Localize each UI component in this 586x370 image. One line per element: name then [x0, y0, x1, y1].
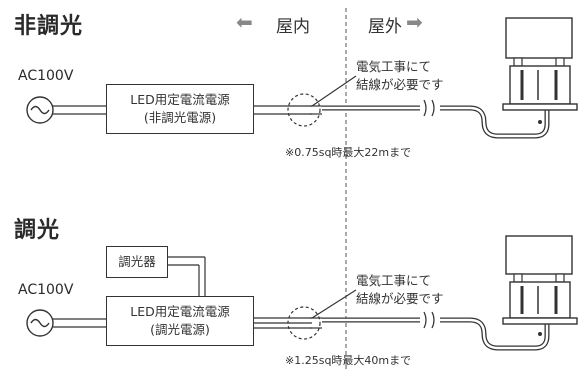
- cable-spec-bottom: ※1.25sq時最大40mまで: [285, 354, 412, 367]
- power-supply-box-top: LED用定電流電源 (非調光電源): [106, 84, 254, 134]
- light-fixture-bottom: [502, 235, 578, 336]
- connection-point-top: [287, 93, 321, 127]
- ac-label-top: AC100V: [18, 68, 74, 84]
- note-line-2: 結線が必要です: [356, 77, 444, 92]
- note-line-1: 電気工事にて: [356, 59, 432, 74]
- cable-spec-top: ※0.75sq時最大22mまで: [285, 146, 412, 159]
- right-arrow-icon: ➡: [406, 10, 423, 34]
- power-supply-type: (非調光電源): [143, 110, 217, 125]
- bottom-circuit: [26, 235, 578, 351]
- wiring-note-bottom: 電気工事にて 結線が必要です: [356, 272, 444, 308]
- power-supply-type: (調光電源): [150, 322, 210, 337]
- note-line-1: 電気工事にて: [356, 273, 432, 288]
- top-circuit: [26, 17, 578, 139]
- power-supply-name: LED用定電流電源: [130, 304, 230, 319]
- power-supply-box-bottom: LED用定電流電源 (調光電源): [106, 296, 254, 346]
- wiring-note-top: 電気工事にて 結線が必要です: [356, 58, 444, 94]
- light-fixture-top: [502, 17, 578, 124]
- left-arrow-icon: ⬅: [236, 10, 253, 34]
- indoor-label: 屋内: [276, 17, 310, 37]
- connection-point-bottom: [287, 306, 321, 340]
- note-line-2: 結線が必要です: [356, 291, 444, 306]
- dimmer-label: 調光器: [118, 254, 156, 269]
- ac-label-bottom: AC100V: [18, 282, 74, 298]
- outdoor-label: 屋外: [368, 17, 402, 37]
- dimming-title: 調光: [14, 218, 61, 243]
- non-dimming-title: 非調光: [14, 14, 84, 39]
- dimmer-box: 調光器: [106, 246, 168, 278]
- power-supply-name: LED用定電流電源: [130, 92, 230, 107]
